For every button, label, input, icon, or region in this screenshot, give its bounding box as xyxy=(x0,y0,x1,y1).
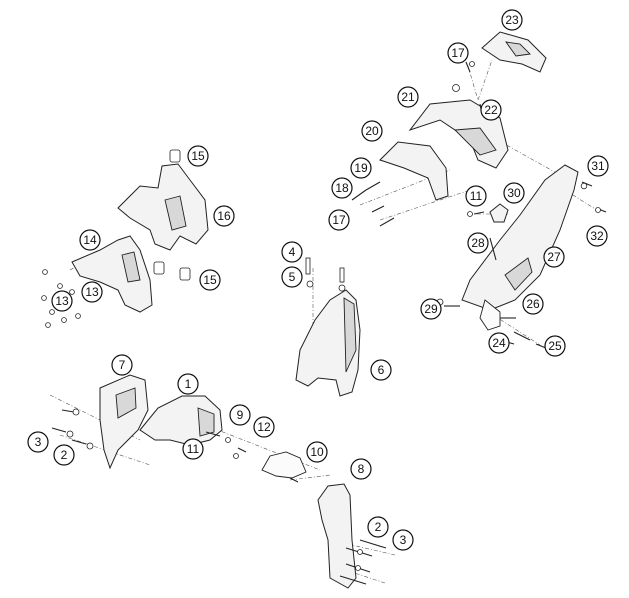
callout-label: 24 xyxy=(492,336,506,350)
part-14-lower-bracket[interactable] xyxy=(71,235,153,313)
callout-30[interactable]: 30 xyxy=(503,182,525,204)
part-15-spacer-top[interactable] xyxy=(169,149,181,163)
callout-label: 27 xyxy=(547,250,561,264)
callout-label: 22 xyxy=(484,103,498,117)
callout-28[interactable]: 28 xyxy=(467,232,489,254)
callouts: 1 2 2 3 3 4 5 6 7 8 9 10 11 11 12 13 13 … xyxy=(27,9,609,551)
callout-label: 31 xyxy=(591,159,605,173)
callout-24[interactable]: 24 xyxy=(488,332,510,354)
callout-label: 2 xyxy=(61,448,68,462)
callout-14[interactable]: 14 xyxy=(79,229,101,251)
callout-label: 7 xyxy=(119,358,126,372)
callout-17[interactable]: 17 xyxy=(328,209,350,231)
part-27-side-rail[interactable] xyxy=(461,164,579,331)
callout-label: 18 xyxy=(335,181,349,195)
callout-29[interactable]: 29 xyxy=(420,298,442,320)
callout-20[interactable]: 20 xyxy=(361,120,383,142)
part-20-mount-bracket[interactable] xyxy=(379,141,449,201)
part-16-frame-bracket[interactable] xyxy=(117,163,209,251)
callout-21[interactable]: 21 xyxy=(397,86,419,108)
callout-label: 28 xyxy=(471,236,485,250)
callout-label: 26 xyxy=(526,297,540,311)
callout-label: 6 xyxy=(378,363,385,377)
callout-label: 4 xyxy=(289,245,296,259)
callout-label: 2 xyxy=(375,520,382,534)
callout-11[interactable]: 11 xyxy=(465,185,487,207)
callout-4[interactable]: 4 xyxy=(281,241,303,263)
part-10-chain-guard[interactable] xyxy=(261,451,307,479)
callout-12[interactable]: 12 xyxy=(253,416,275,438)
callout-6[interactable]: 6 xyxy=(370,359,392,381)
callout-26[interactable]: 26 xyxy=(522,293,544,315)
callout-1[interactable]: 1 xyxy=(177,373,199,395)
callout-27[interactable]: 27 xyxy=(543,246,565,268)
callout-5[interactable]: 5 xyxy=(281,266,303,288)
callout-label: 11 xyxy=(470,189,483,203)
callout-2[interactable]: 2 xyxy=(53,444,75,466)
callout-label: 17 xyxy=(332,213,346,227)
callout-31[interactable]: 31 xyxy=(587,155,609,177)
callout-label: 25 xyxy=(548,339,562,353)
callout-13[interactable]: 13 xyxy=(51,290,73,312)
callout-25[interactable]: 25 xyxy=(544,335,566,357)
callout-label: 14 xyxy=(83,233,97,247)
callout-label: 3 xyxy=(400,533,407,547)
callout-label: 10 xyxy=(310,445,324,459)
callout-label: 3 xyxy=(35,435,42,449)
callout-8[interactable]: 8 xyxy=(350,458,372,480)
callout-label: 30 xyxy=(507,186,521,200)
callout-label: 15 xyxy=(203,273,217,287)
callout-label: 8 xyxy=(358,462,365,476)
part-1-front-fender[interactable] xyxy=(139,395,223,446)
callout-16[interactable]: 16 xyxy=(213,205,235,227)
callout-label: 29 xyxy=(424,302,438,316)
callout-3[interactable]: 3 xyxy=(27,431,49,453)
part-30-clip[interactable] xyxy=(489,203,509,223)
callout-label: 19 xyxy=(354,161,368,175)
callout-label: 16 xyxy=(217,209,231,223)
part-8-fork-guard[interactable] xyxy=(317,483,357,589)
callout-label: 20 xyxy=(365,124,379,138)
callout-label: 11 xyxy=(187,442,200,456)
callout-7[interactable]: 7 xyxy=(111,354,133,376)
callout-11[interactable]: 11 xyxy=(182,438,204,460)
callout-label: 15 xyxy=(191,149,205,163)
callout-10[interactable]: 10 xyxy=(306,441,328,463)
callout-label: 23 xyxy=(505,13,519,27)
callout-label: 21 xyxy=(401,90,415,104)
callout-15[interactable]: 15 xyxy=(199,269,221,291)
part-6-hugger[interactable] xyxy=(295,257,361,397)
callout-label: 13 xyxy=(55,294,69,308)
callout-19[interactable]: 19 xyxy=(350,157,372,179)
callout-18[interactable]: 18 xyxy=(331,177,353,199)
callout-9[interactable]: 9 xyxy=(229,404,251,426)
callout-13[interactable]: 13 xyxy=(81,281,103,303)
callout-label: 12 xyxy=(257,420,271,434)
part-23-top-cover[interactable] xyxy=(481,31,547,73)
part-7-guard-plate[interactable] xyxy=(99,374,149,470)
callout-label: 17 xyxy=(451,46,465,60)
callout-label: 9 xyxy=(237,408,244,422)
callout-23[interactable]: 23 xyxy=(501,9,523,31)
callout-3[interactable]: 3 xyxy=(392,529,414,551)
part-15-spacer-lower[interactable] xyxy=(153,261,191,281)
part-13-screws[interactable] xyxy=(41,269,81,328)
callout-17[interactable]: 17 xyxy=(447,42,469,64)
callout-label: 32 xyxy=(590,229,604,243)
washers-nuts xyxy=(66,61,601,571)
callout-15[interactable]: 15 xyxy=(187,145,209,167)
callout-label: 13 xyxy=(85,285,99,299)
callout-32[interactable]: 32 xyxy=(586,225,608,247)
callout-22[interactable]: 22 xyxy=(480,99,502,121)
callout-label: 5 xyxy=(289,270,296,284)
callout-label: 1 xyxy=(185,377,192,391)
callout-2[interactable]: 2 xyxy=(367,516,389,538)
